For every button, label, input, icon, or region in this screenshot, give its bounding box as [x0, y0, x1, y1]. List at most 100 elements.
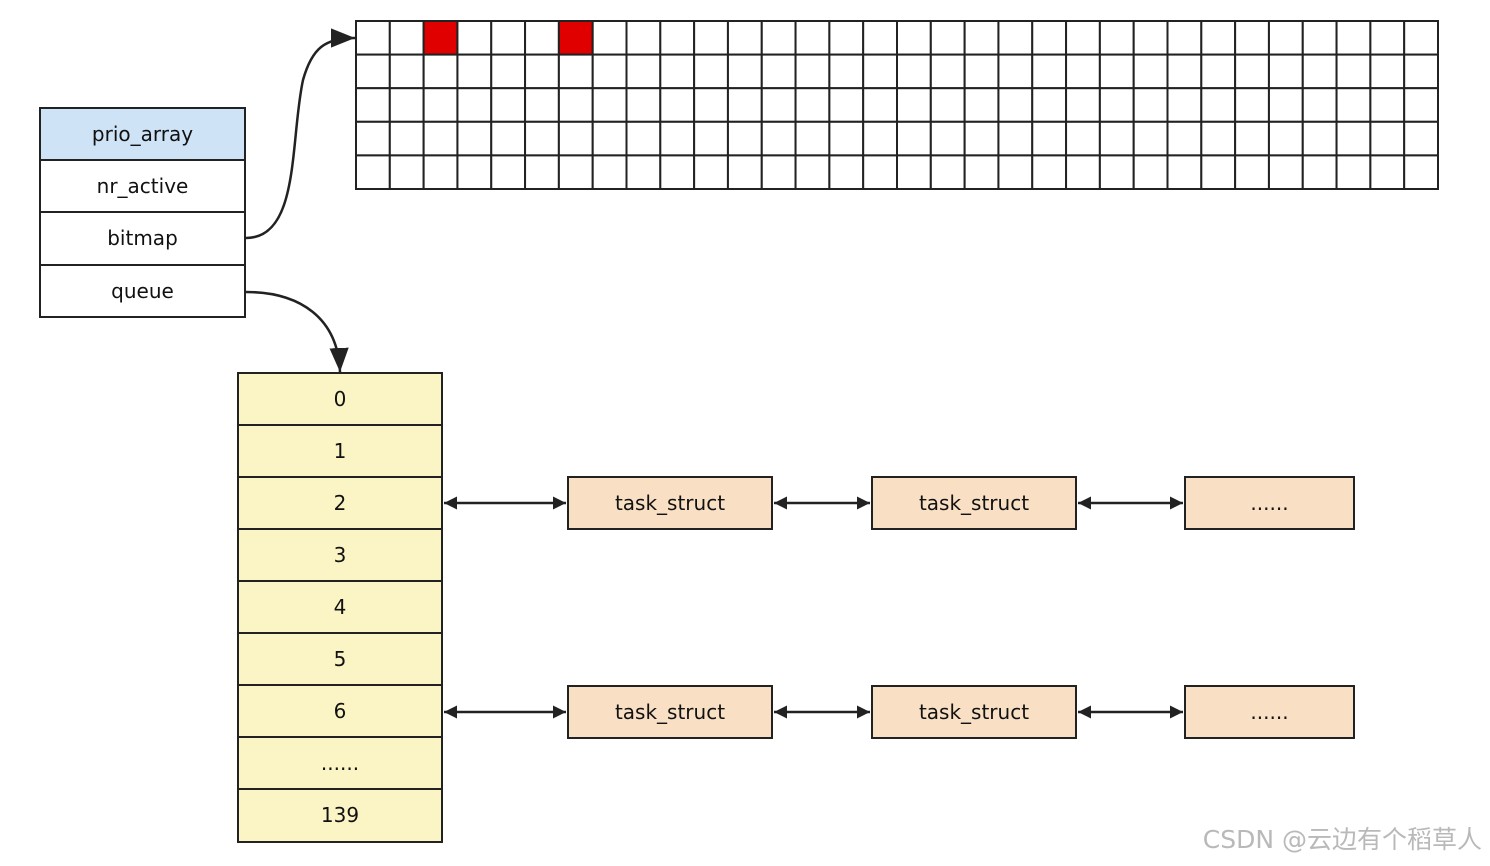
queue-pointer-arrow — [245, 290, 349, 373]
bitmap-bit-set — [557, 20, 594, 56]
bitmap-bit — [456, 20, 493, 56]
bitmap-bit — [388, 53, 425, 90]
bitmap-bit — [726, 87, 763, 123]
bitmap-bit — [659, 20, 696, 56]
bitmap-bit — [1132, 53, 1169, 90]
struct-field-label: bitmap — [107, 226, 178, 250]
bitmap-bit-set — [422, 20, 459, 56]
bitmap-bit — [524, 120, 560, 157]
bitmap-bit — [1098, 87, 1135, 123]
bitmap-bit — [355, 20, 391, 56]
task-node-label: task_struct — [615, 700, 725, 724]
bitmap-bit — [591, 53, 628, 90]
bitmap-bit — [388, 154, 425, 190]
bitmap-bit — [726, 120, 763, 157]
bitmap-bit — [490, 87, 527, 123]
bitmap-bit — [456, 53, 493, 90]
bitmap-bit — [1403, 20, 1439, 56]
task-node-label: task_struct — [919, 700, 1029, 724]
bitmap-bit — [1403, 87, 1439, 123]
bitmap-bit — [1301, 154, 1338, 190]
bitmap-bit — [591, 87, 628, 123]
bitmap-bit — [794, 154, 831, 190]
prio-array-struct: prio_array nr_active bitmap queue — [39, 107, 246, 318]
struct-field-queue — [39, 264, 246, 318]
bitmap-bit — [1200, 53, 1237, 90]
task-node — [567, 685, 773, 739]
bitmap-bit — [794, 20, 831, 56]
queue-slot-label: 4 — [334, 595, 347, 619]
bitmap-bit — [524, 154, 560, 190]
queue-slot — [237, 788, 443, 843]
struct-field-label: nr_active — [97, 174, 189, 198]
queue-slot — [237, 684, 443, 738]
queue-slot — [237, 528, 443, 582]
bitmap-bit — [963, 53, 1000, 90]
bitmap-bit — [862, 154, 899, 190]
bitmap-bit — [1234, 53, 1270, 90]
bitmap-bit — [726, 154, 763, 190]
bitmap-bit — [591, 20, 628, 56]
bitmap-bit — [1200, 87, 1237, 123]
queue-slot — [237, 424, 443, 478]
bitmap-bit — [896, 120, 932, 157]
bitmap-bit — [1132, 87, 1169, 123]
bitmap-bit — [828, 87, 865, 123]
bitmap-bit — [929, 20, 966, 56]
bitmap-bit — [1267, 53, 1304, 90]
bitmap-grid — [355, 20, 1439, 190]
bitmap-bit — [760, 20, 797, 56]
bitmap-bit — [726, 20, 763, 56]
bitmap-bit — [828, 20, 865, 56]
bitmap-bit — [1166, 20, 1203, 56]
bitmap-bit — [659, 120, 696, 157]
bitmap-bit — [355, 154, 391, 190]
task-chain: task_struct task_struct ...... — [444, 476, 1355, 530]
bitmap-bit — [1200, 20, 1237, 56]
bitmap-bit — [693, 120, 729, 157]
queue-slot-label: 0 — [334, 387, 347, 411]
bitmap-bit — [1234, 87, 1270, 123]
bitmap-bit — [1132, 154, 1169, 190]
bitmap-bit — [896, 20, 932, 56]
bitmap-bit — [1335, 120, 1372, 157]
bitmap-bit — [1301, 20, 1338, 56]
bitmap-bit — [929, 53, 966, 90]
bitmap-bit — [1166, 87, 1203, 123]
bitmap-bit — [422, 53, 459, 90]
bitmap-bit — [659, 154, 696, 190]
bitmap-bit — [1234, 20, 1270, 56]
bitmap-bit — [963, 120, 1000, 157]
bitmap-bit — [896, 53, 932, 90]
bitmap-bit — [1369, 120, 1406, 157]
bitmap-bit — [490, 20, 527, 56]
bitmap-bit — [760, 87, 797, 123]
bitmap-bit — [1098, 53, 1135, 90]
bitmap-bit — [862, 53, 899, 90]
bitmap-bit — [1403, 120, 1439, 157]
bitmap-bit — [591, 154, 628, 190]
bitmap-bit — [557, 87, 594, 123]
bitmap-bit — [1369, 87, 1406, 123]
bitmap-bit — [726, 53, 763, 90]
bitmap-bit — [1267, 154, 1304, 190]
bitmap-bit — [1403, 53, 1439, 90]
bitmap-bit — [1369, 20, 1406, 56]
bitmap-bit — [896, 154, 932, 190]
bitmap-bit — [1031, 53, 1068, 90]
struct-field-nr-active — [39, 159, 246, 213]
bitmap-bit — [625, 20, 662, 56]
bitmap-bit — [625, 154, 662, 190]
queue-slot-label: 3 — [334, 543, 347, 567]
bitmap-bit — [1098, 120, 1135, 157]
queue-slot-label: 2 — [334, 491, 347, 515]
bitmap-bit — [1267, 120, 1304, 157]
bitmap-bit — [862, 20, 899, 56]
bitmap-bit — [997, 120, 1034, 157]
bitmap-bit — [997, 53, 1034, 90]
bitmap-bit — [1031, 120, 1068, 157]
bitmap-bit — [1301, 120, 1338, 157]
bitmap-bit — [1403, 154, 1439, 190]
bitmap-bit — [659, 87, 696, 123]
bitmap-bit — [693, 53, 729, 90]
